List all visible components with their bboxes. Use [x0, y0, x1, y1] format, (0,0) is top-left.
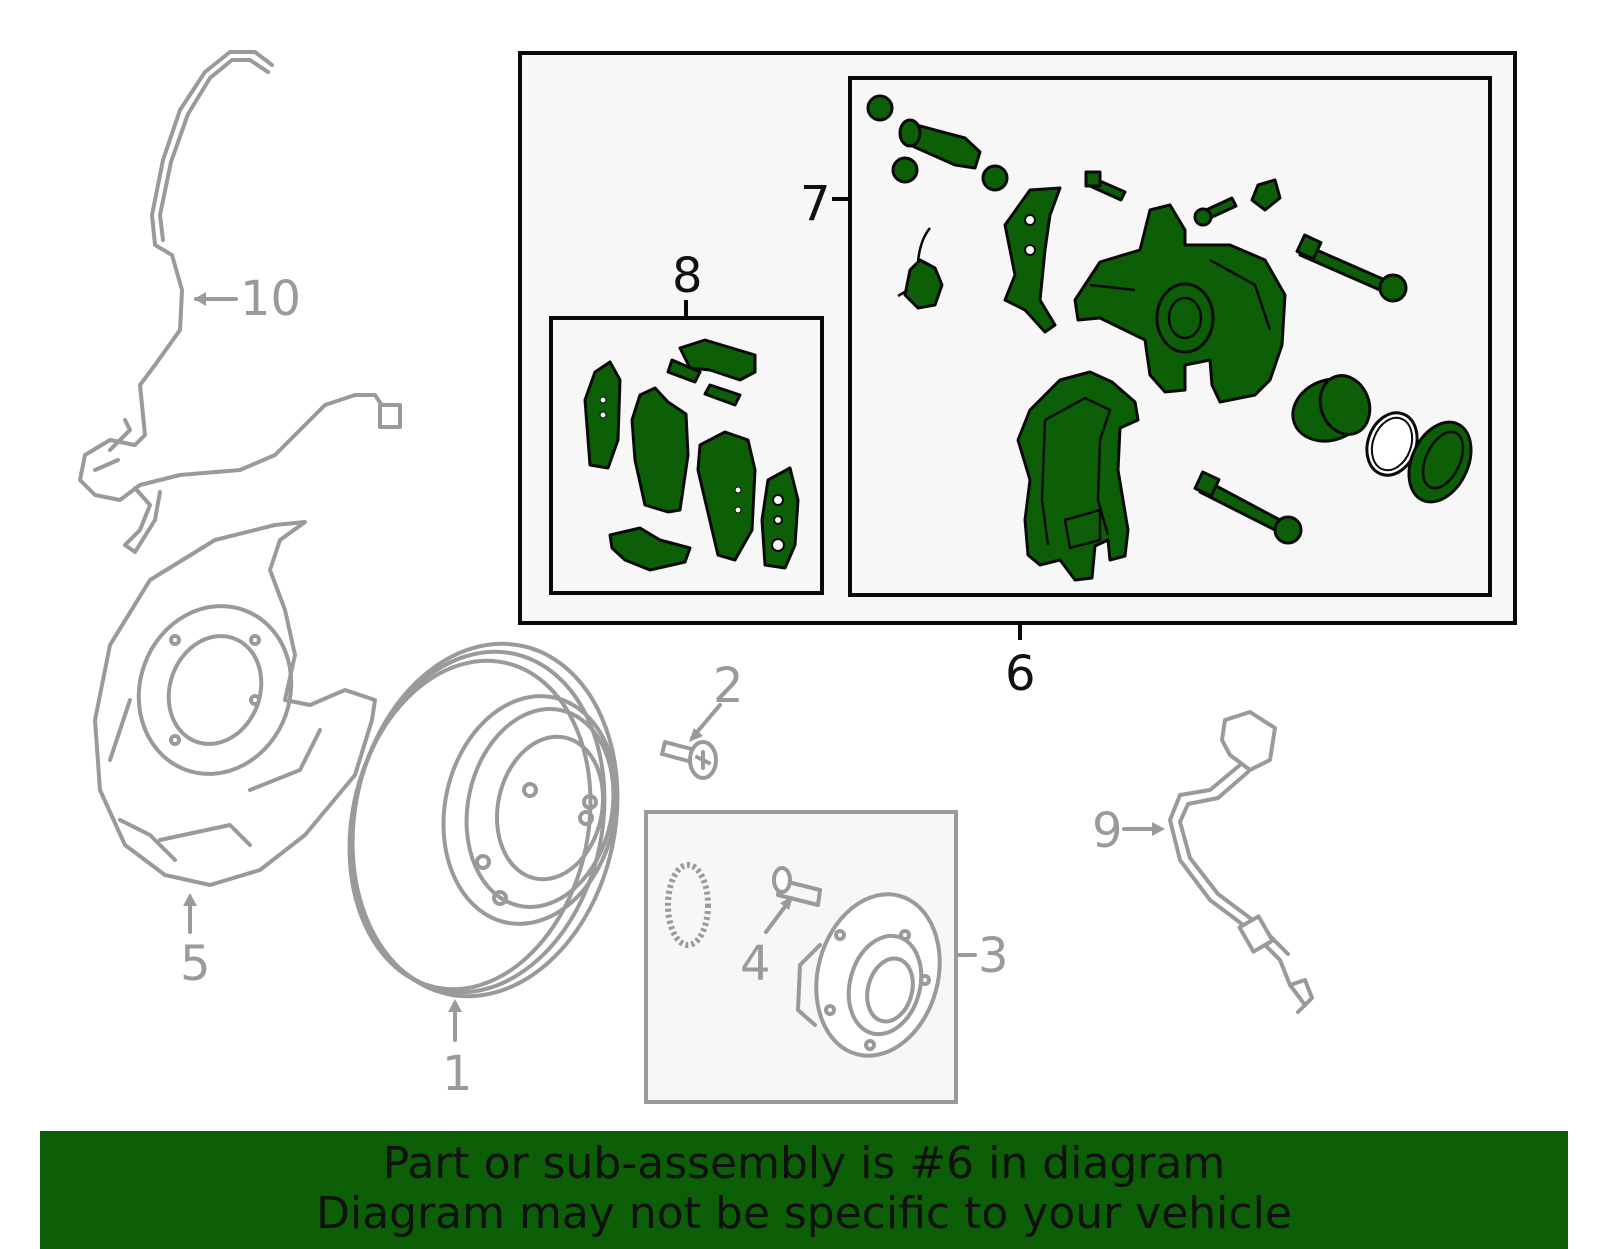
callout-9: 9	[1092, 803, 1123, 859]
notice-banner: Part or sub-assembly is #6 in diagram Di…	[40, 1131, 1568, 1249]
callout-2: 2	[713, 658, 744, 714]
dust-shield[interactable]	[93, 520, 377, 887]
callout-1: 1	[442, 1046, 473, 1102]
leader-lines	[183, 292, 1165, 1042]
assembly-6-highlight[interactable]	[518, 51, 1517, 640]
banner-line-2: Diagram may not be specific to your vehi…	[316, 1188, 1292, 1239]
callout-4: 4	[740, 936, 771, 992]
caliper-bracket	[1016, 370, 1140, 582]
callout-10: 10	[240, 271, 301, 327]
small-hardware	[866, 94, 1282, 334]
callout-8: 8	[672, 248, 703, 304]
callout-7: 7	[800, 176, 831, 232]
brake-pads	[583, 338, 800, 572]
brake-hose[interactable]	[1168, 710, 1314, 1014]
guide-bolts	[1084, 170, 1408, 545]
brake-rotor[interactable]	[320, 619, 649, 1021]
banner-line-1: Part or sub-assembly is #6 in diagram	[382, 1138, 1226, 1189]
callout-3: 3	[978, 928, 1009, 984]
callout-6: 6	[1005, 646, 1036, 702]
screw-2[interactable]	[660, 740, 718, 780]
piston-seal-boot	[1291, 374, 1473, 504]
hub-bearing-group[interactable]	[644, 810, 958, 1104]
caliper-housing	[1073, 203, 1287, 404]
abs-sensor-wire[interactable]	[78, 50, 402, 554]
callout-5: 5	[180, 936, 211, 992]
